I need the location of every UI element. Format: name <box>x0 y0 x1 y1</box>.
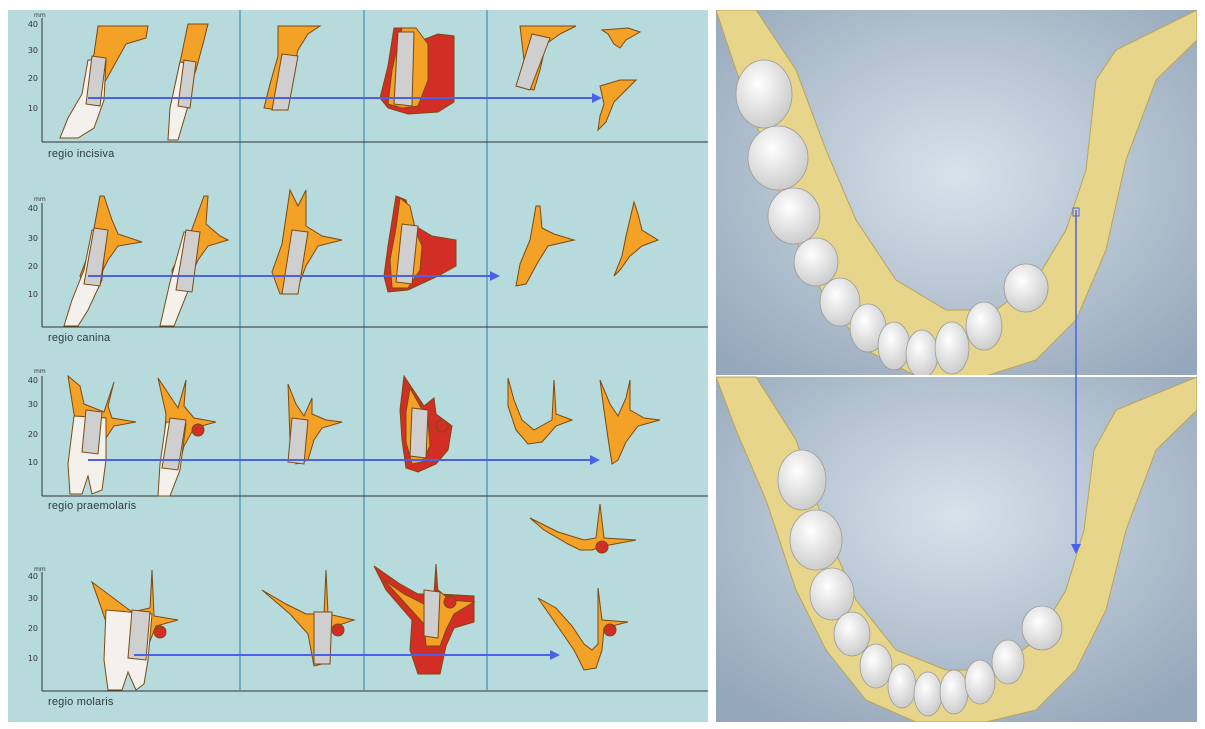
row3-tick-30: 30 <box>22 400 38 409</box>
incisor-implant-4 <box>394 32 414 106</box>
row4-tick-10: 10 <box>22 654 38 663</box>
molar-nerve-2 <box>332 624 344 636</box>
row3-tick-20: 20 <box>22 430 38 439</box>
column-dividers <box>240 10 487 690</box>
row-incisiva-arrow <box>88 93 602 103</box>
mandible-before <box>716 10 1197 378</box>
row3-region-label: regio praemolaris <box>48 500 136 512</box>
row-molaris-arrow <box>134 650 560 660</box>
molar-nerve-4a <box>596 541 608 553</box>
row2-unit-label: mm <box>34 196 46 203</box>
bone-resorption-diagram: mm 40 30 20 10 regio incisiva mm 40 30 2… <box>8 10 708 722</box>
row3-unit-label: mm <box>34 368 46 375</box>
mandible-render-panel <box>716 10 1197 722</box>
molar-bone-2 <box>262 570 354 666</box>
row1-unit-label: mm <box>34 12 46 19</box>
molar-implant-3 <box>424 590 440 638</box>
canine-bone-3 <box>272 190 342 294</box>
molar-nerve-3 <box>444 596 456 608</box>
molar-bone-4a <box>530 504 636 550</box>
premolar-implant-4 <box>410 408 428 458</box>
premolar-bone-6 <box>600 380 660 464</box>
premolar-bone-5 <box>508 378 572 444</box>
row3-tick-40: 40 <box>22 376 38 385</box>
mandible-after <box>716 377 1197 722</box>
row2-tick-30: 30 <box>22 234 38 243</box>
mandible-svg <box>716 10 1197 722</box>
row4-region-label: regio molaris <box>48 696 114 708</box>
molar-implant-2 <box>314 612 332 664</box>
premolar-implant-1 <box>82 410 102 454</box>
premolar-nerve-4 <box>436 420 448 432</box>
row-canina-shapes <box>64 190 658 326</box>
molar-nerve-4b <box>604 624 616 636</box>
incisor-implant-5 <box>516 34 550 90</box>
row4-tick-20: 20 <box>22 624 38 633</box>
row2-region-label: regio canina <box>48 332 110 344</box>
row1-tick-40: 40 <box>22 20 38 29</box>
molar-nerve-1 <box>154 626 166 638</box>
row2-tick-20: 20 <box>22 262 38 271</box>
row1-region-label: regio incisiva <box>48 148 114 160</box>
row-incisiva-shapes <box>60 24 640 140</box>
premolar-implant-3 <box>288 418 308 464</box>
diagram-svg <box>8 10 708 722</box>
row3-tick-10: 10 <box>22 458 38 467</box>
row4-tick-30: 30 <box>22 594 38 603</box>
canine-bone-6 <box>614 202 658 276</box>
incisor-bone-6a <box>602 28 640 48</box>
row2-tick-40: 40 <box>22 204 38 213</box>
molar-implant-1 <box>128 610 150 660</box>
row1-tick-10: 10 <box>22 104 38 113</box>
row4-tick-40: 40 <box>22 572 38 581</box>
canine-bone-5 <box>516 206 574 286</box>
incisor-bone-6b <box>598 80 636 130</box>
row1-tick-20: 20 <box>22 74 38 83</box>
row2-tick-10: 10 <box>22 290 38 299</box>
row1-tick-30: 30 <box>22 46 38 55</box>
premolar-nerve-2 <box>192 424 204 436</box>
